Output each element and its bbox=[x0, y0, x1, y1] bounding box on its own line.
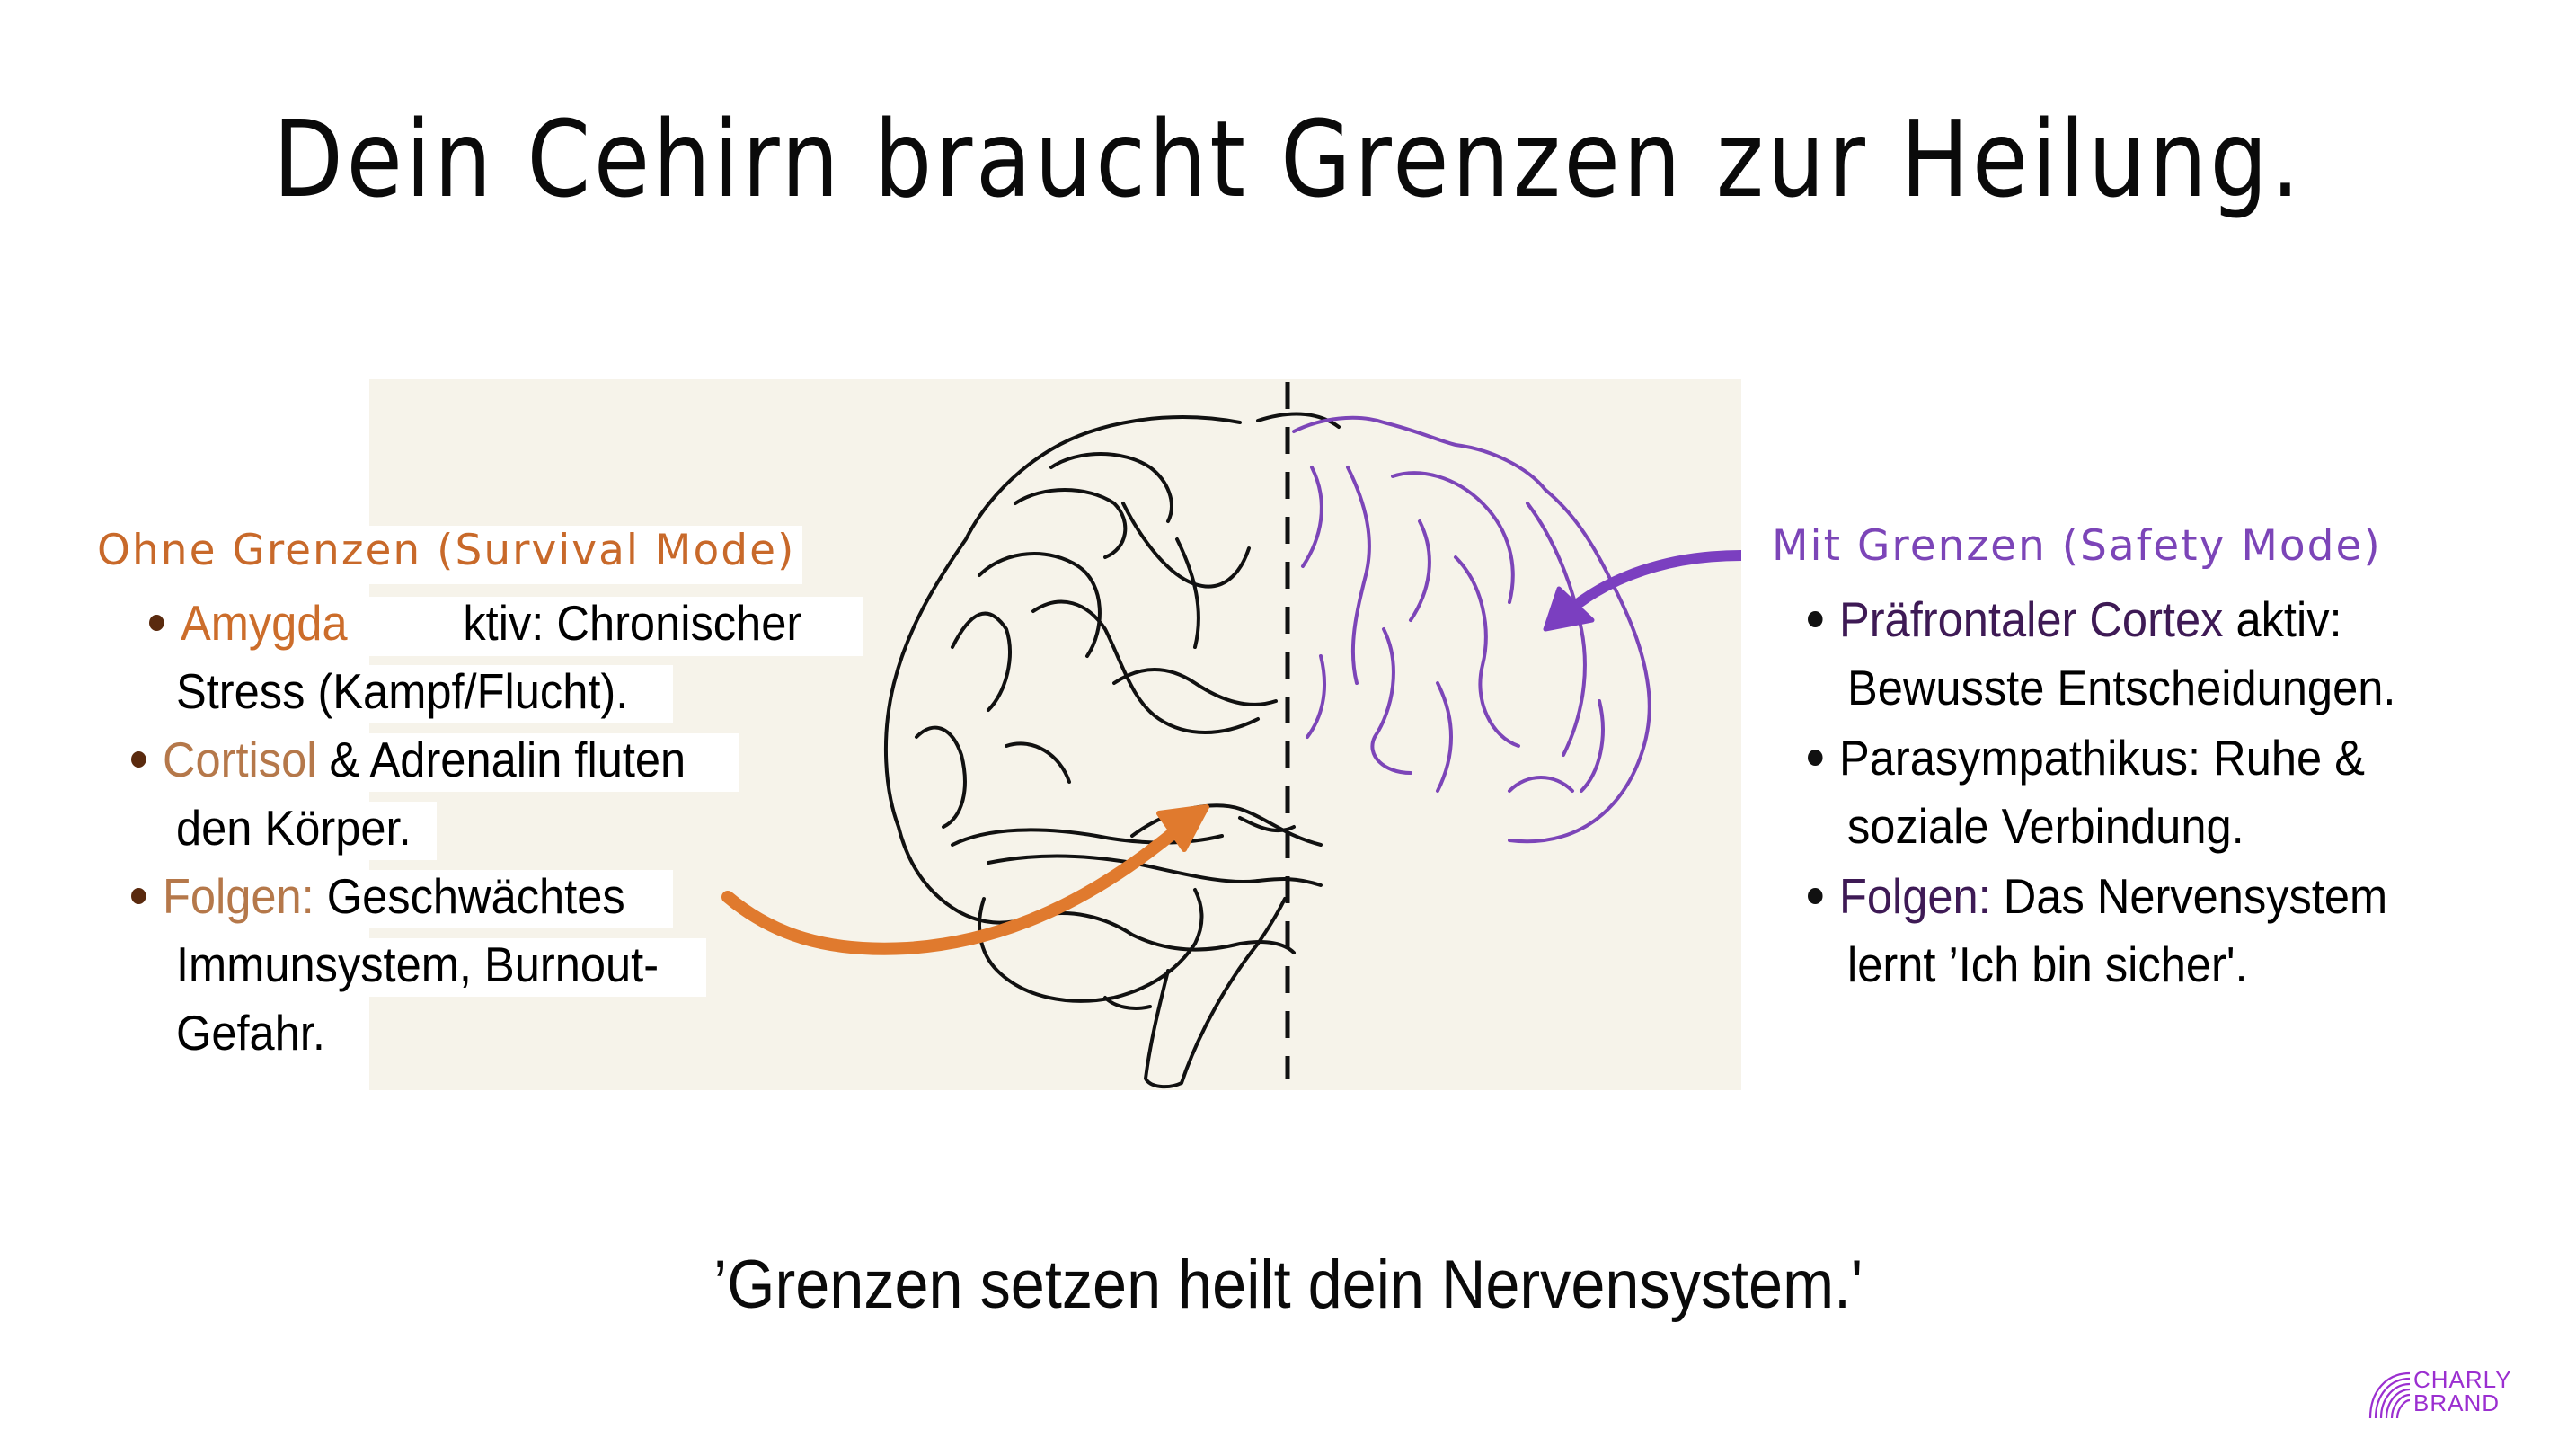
bullet-amygdala-cont: Stress (Kampf/Flucht). bbox=[171, 665, 674, 723]
keyword-praefrontaler-cortex: Präfrontaler Cortex bbox=[1838, 591, 2224, 647]
purple-arrow-icon bbox=[1543, 550, 1741, 632]
bullet-cortisol: Cortisol & Adrenalin fluten bbox=[126, 733, 739, 792]
bullet-dot-icon bbox=[1808, 888, 1823, 905]
survival-mode-heading: Ohne Grenzen (Survival Mode) bbox=[93, 526, 803, 584]
bullet-folgen-right-cont: lernt ’Ich bin sicher'. bbox=[1847, 936, 2248, 992]
redacted-gap bbox=[347, 604, 464, 650]
bullet-parasympathikus-cont: soziale Verbindung. bbox=[1847, 798, 2244, 854]
keyword-folgen: Folgen: bbox=[1838, 868, 1991, 924]
bullet-dot-icon bbox=[131, 751, 146, 768]
bullet-folgen-right: Folgen: Das Nervensystem bbox=[1802, 870, 2443, 928]
charly-brand-logo: CHARLY BRAND bbox=[2367, 1368, 2569, 1422]
bullet-cortisol-cont: den Körper. bbox=[171, 802, 438, 860]
bullet-praefrontaler-cortex-cont: Bewusste Entscheidungen. bbox=[1847, 660, 2396, 715]
bullet-dot-icon bbox=[131, 888, 146, 905]
keyword-folgen: Folgen: bbox=[162, 868, 314, 924]
bullet-folgen-left: Folgen: Geschwächtes bbox=[126, 868, 674, 928]
bullet-parasympathikus: Parasympathikus: Ruhe & bbox=[1802, 732, 2419, 790]
bullet-folgen-left-cont2: Gefahr. bbox=[171, 1007, 344, 1065]
orange-arrow-icon bbox=[721, 804, 1209, 955]
brain-right-half bbox=[1292, 415, 1651, 844]
safety-mode-heading: Mit Grenzen (Safety Mode) bbox=[1772, 521, 2382, 571]
slide-title: Dein Cehirn braucht Grenzen zur Heilung. bbox=[272, 97, 2304, 221]
closing-quote: ’Grenzen setzen heilt dein Nervensystem.… bbox=[713, 1247, 1863, 1323]
bullet-dot-icon bbox=[1808, 750, 1823, 767]
bullet-dot-icon bbox=[149, 615, 164, 632]
arc-lines-icon bbox=[2368, 1371, 2411, 1419]
brain-left-half bbox=[883, 412, 1341, 1089]
bullet-dot-icon bbox=[1808, 611, 1823, 628]
keyword-amygdala: Amygda bbox=[180, 595, 348, 651]
bullet-folgen-left-cont1: Immunsystem, Burnout- bbox=[171, 938, 706, 997]
keyword-cortisol: Cortisol bbox=[162, 732, 317, 787]
logo-wordmark: CHARLY BRAND bbox=[2413, 1366, 2512, 1416]
bullet-praefrontaler-cortex: Präfrontaler Cortex aktiv: bbox=[1802, 593, 2394, 652]
brain-illustration bbox=[721, 382, 1741, 1089]
